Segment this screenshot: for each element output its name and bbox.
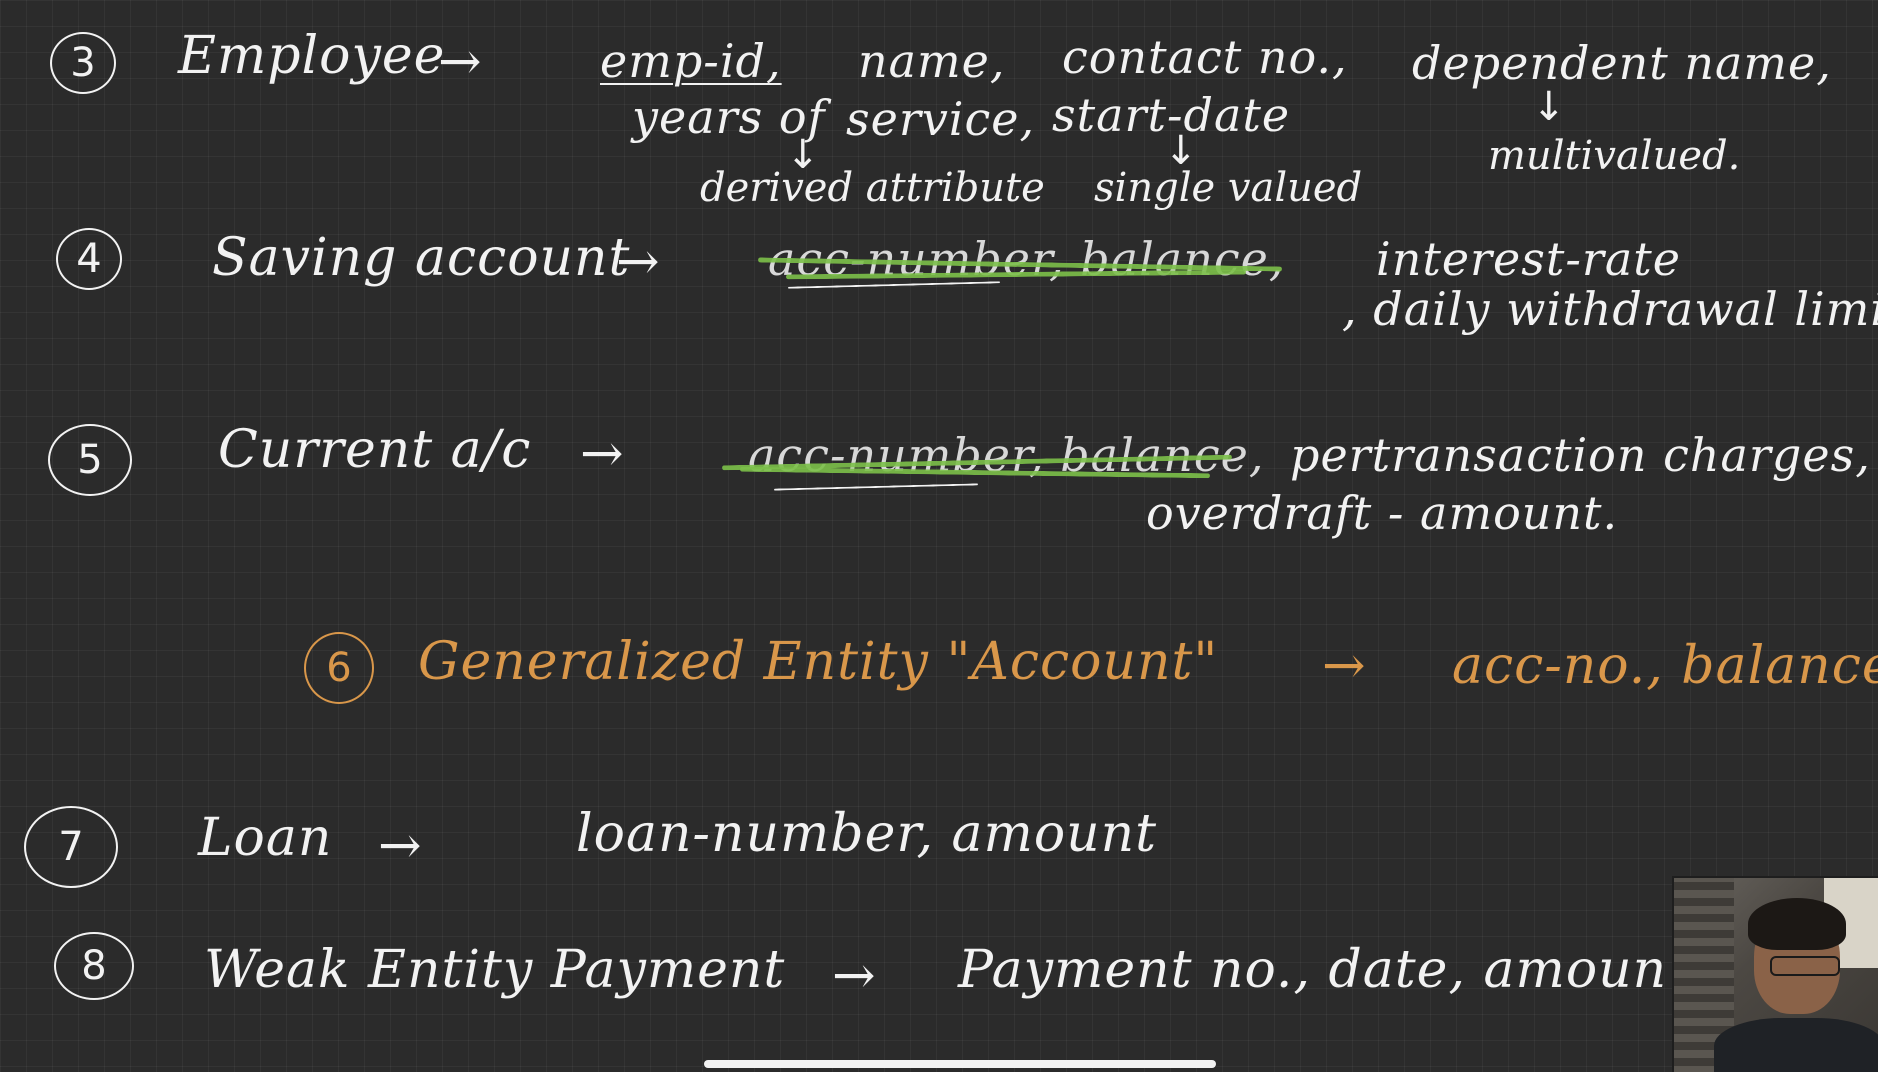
note-derived-attribute: derived attribute xyxy=(700,165,1045,211)
attr-emp-id: emp-id, xyxy=(600,34,782,88)
attr-dependent-name: dependent name, xyxy=(1412,36,1832,90)
entity-loan: Loan xyxy=(198,808,333,868)
attrs-payment: Payment no., date, amoun xyxy=(958,940,1668,1000)
struck-attrs-current: acc-number, balance, xyxy=(748,428,1265,482)
attr-contact-no: contact no., xyxy=(1062,30,1348,84)
entity-saving-account: Saving account xyxy=(212,228,631,288)
arrow-down-icon: ↓ xyxy=(1532,84,1566,130)
pk-underline xyxy=(774,483,978,491)
entity-weak-payment: Weak Entity Payment xyxy=(204,940,786,1000)
attr-start-date: start-date xyxy=(1052,88,1291,142)
attrs-generalized: acc-no., balance xyxy=(1452,636,1878,696)
entity-current-ac: Current a/c xyxy=(218,420,532,480)
attr-name: name, xyxy=(858,34,1006,88)
attrs-loan: loan-number, amount xyxy=(576,804,1158,864)
item-number-7: 7 xyxy=(24,806,118,888)
arrow-icon: → xyxy=(832,946,877,1006)
arrow-icon: → xyxy=(580,424,625,484)
presenter-hair xyxy=(1748,898,1846,950)
arrow-icon: → xyxy=(438,32,483,92)
attr-interest-rate: interest-rate xyxy=(1376,232,1682,286)
home-indicator-bar[interactable] xyxy=(704,1060,1216,1068)
arrow-icon: → xyxy=(1322,636,1367,696)
arrow-down-icon: ↓ xyxy=(786,132,820,178)
attr-service: service, xyxy=(846,92,1036,146)
arrow-icon: → xyxy=(378,816,423,876)
attr-pertransaction-charges: pertransaction charges, xyxy=(1290,428,1871,482)
item-number-5: 5 xyxy=(48,424,132,496)
attr-overdraft-amount: overdraft - amount. xyxy=(1146,486,1619,540)
entity-employee: Employee xyxy=(178,26,446,86)
entity-generalized-account: Generalized Entity "Account" xyxy=(418,632,1219,692)
item-number-8: 8 xyxy=(54,932,134,1000)
item-number-3: 3 xyxy=(50,32,116,94)
note-multivalued: multivalued. xyxy=(1488,133,1741,179)
glasses-icon xyxy=(1770,956,1840,976)
struck-attrs-saving: acc-number, balance, xyxy=(768,232,1285,286)
note-single-valued: single valued xyxy=(1094,165,1363,211)
attr-daily-withdrawal-limit: , daily withdrawal limit. xyxy=(1342,282,1878,336)
item-number-4: 4 xyxy=(56,228,122,290)
item-number-6: 6 xyxy=(304,632,374,704)
webcam-overlay xyxy=(1672,876,1878,1072)
arrow-icon: → xyxy=(616,232,661,292)
presenter-body xyxy=(1714,1018,1878,1072)
attr-years-of: years of xyxy=(632,90,826,144)
arrow-down-icon: ↓ xyxy=(1164,128,1198,174)
